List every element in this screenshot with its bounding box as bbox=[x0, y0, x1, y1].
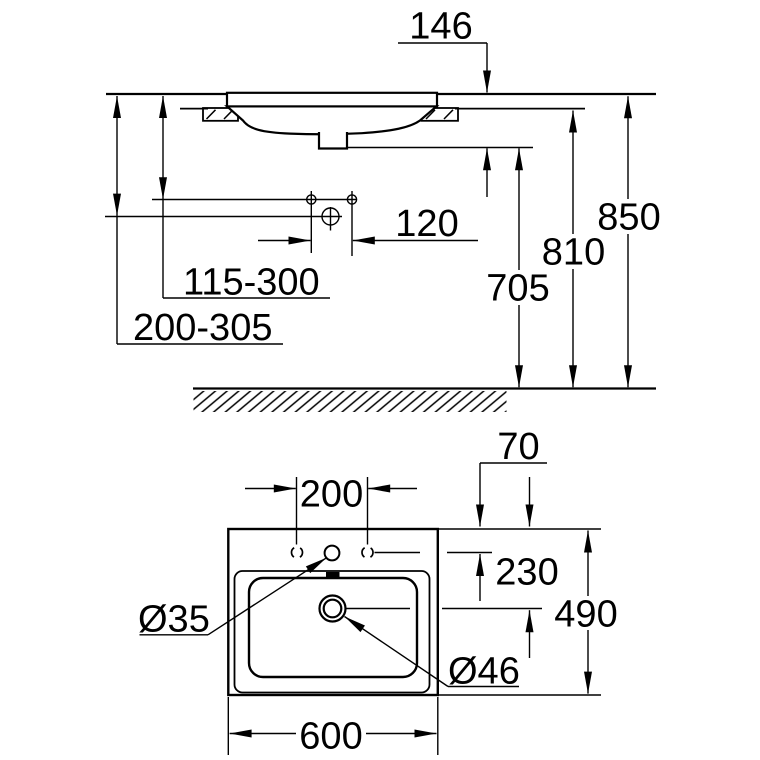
basin-rim bbox=[225, 91, 439, 108]
dim-label-200-305: 200-305 bbox=[133, 307, 272, 349]
waste-connection bbox=[321, 207, 340, 231]
drain-hole bbox=[318, 594, 347, 623]
dim-label-810: 810 bbox=[542, 232, 605, 274]
dim-label-490: 490 bbox=[554, 594, 617, 636]
basin-body-profile bbox=[224, 105, 440, 136]
dim-drain-to-back: 230 bbox=[495, 477, 559, 658]
faucet-hole bbox=[323, 544, 341, 562]
dim-label-705: 705 bbox=[486, 268, 549, 310]
dim-label-120: 120 bbox=[395, 203, 458, 245]
dim-hole-to-back: 70 bbox=[476, 426, 547, 601]
rim-inner-edge bbox=[233, 570, 431, 694]
dim-label-230: 230 bbox=[495, 552, 558, 594]
basin-outline bbox=[227, 527, 440, 697]
dim-label-dia35: Ø35 bbox=[138, 599, 210, 641]
dim-underside-height: 810 bbox=[539, 110, 608, 388]
dim-width: 600 bbox=[227, 697, 439, 758]
knockout-hole-right bbox=[361, 546, 374, 559]
dim-supply-range: 115-300 bbox=[159, 96, 330, 304]
dim-label-70: 70 bbox=[497, 426, 539, 468]
dim-hole-spacing: 120 bbox=[258, 203, 478, 245]
dim-faucet-ledge: 146 bbox=[398, 6, 491, 197]
dim-label-850: 850 bbox=[597, 197, 660, 239]
supply-connection-right bbox=[346, 191, 358, 256]
floor bbox=[193, 387, 656, 412]
dim-label-146: 146 bbox=[409, 6, 472, 48]
dim-drain-range: 200-305 bbox=[113, 96, 283, 349]
side-elevation-view: 146 115-300 200-305 120 705 bbox=[105, 6, 663, 412]
dim-hole-pitch: 200 bbox=[245, 474, 417, 545]
overflow-slot bbox=[326, 572, 340, 578]
dim-label-115-300: 115-300 bbox=[183, 262, 320, 304]
dim-label-dia46: Ø46 bbox=[448, 651, 520, 693]
bowl-outline bbox=[247, 576, 419, 679]
drain-outlet bbox=[317, 132, 349, 150]
dim-rim-height: 850 bbox=[595, 96, 663, 388]
label-drain-hole-dia: Ø46 bbox=[344, 615, 520, 693]
plan-view: 200 70 230 490 600 bbox=[138, 426, 620, 758]
dim-depth: 490 bbox=[553, 530, 620, 694]
dim-label-600: 600 bbox=[299, 716, 362, 758]
supply-connection-left bbox=[305, 191, 317, 253]
dim-drain-height: 705 bbox=[484, 148, 553, 388]
floor-hatching bbox=[193, 391, 507, 412]
knockout-hole-left bbox=[290, 546, 304, 559]
dim-label-200: 200 bbox=[300, 474, 363, 516]
label-faucet-hole-dia: Ø35 bbox=[138, 557, 327, 641]
